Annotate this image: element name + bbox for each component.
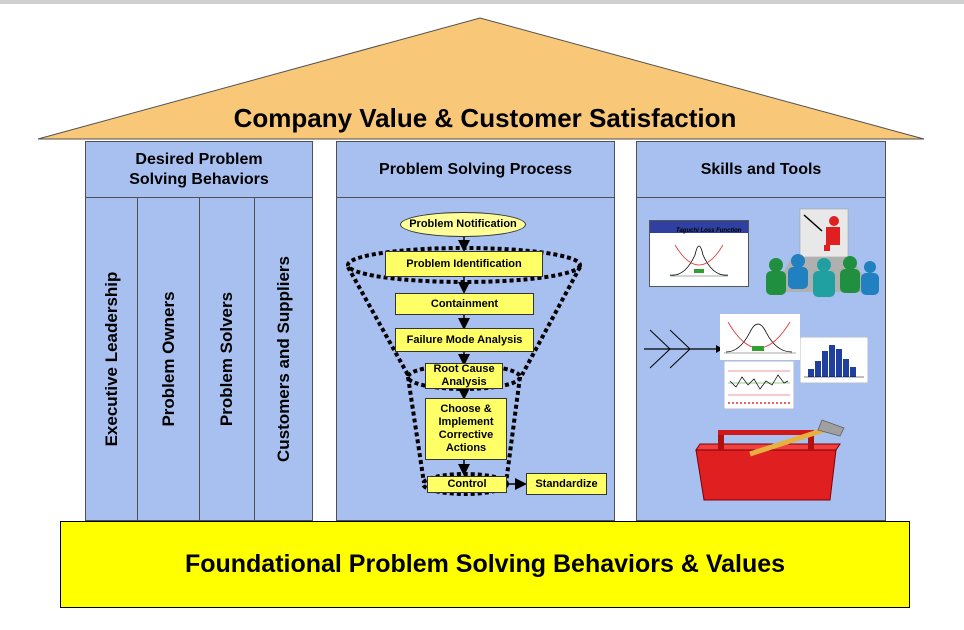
presenter-audience-icon — [766, 208, 879, 297]
process-heading: Problem Solving Process — [336, 141, 615, 198]
column-label: Customers and Suppliers — [273, 256, 293, 462]
top-border — [0, 0, 964, 4]
step-failure-mode-analysis: Failure Mode Analysis — [395, 328, 534, 352]
root-cause-line1: Root Cause — [433, 363, 495, 375]
column-label: Problem Solvers — [217, 291, 236, 427]
choose-line2: Implement — [438, 416, 494, 428]
normal-curve-icon — [720, 314, 800, 360]
step-choose-implement: Choose & Implement Corrective Actions — [425, 398, 507, 460]
behaviors-heading-line1: Desired Problem — [135, 150, 263, 168]
column-customers-suppliers: Customers and Suppliers — [254, 197, 313, 521]
column-label: Executive Leadership — [101, 271, 121, 447]
taguchi-slide-icon: Taguchi Loss Function — [649, 220, 749, 287]
step-containment: Containment — [395, 293, 534, 315]
roof — [37, 17, 925, 140]
histogram-icon — [800, 337, 868, 383]
foundation-title: Foundational Problem Solving Behaviors &… — [184, 550, 786, 578]
choose-line1: Choose & — [440, 403, 492, 415]
slide-title: Taguchi Loss Function — [676, 228, 742, 234]
column-label: Problem Owners — [158, 291, 178, 427]
step-problem-identification: Problem Identification — [385, 251, 543, 277]
step-control: Control — [427, 476, 507, 493]
fishbone-icon — [644, 329, 723, 369]
root-cause-line2: Analysis — [441, 376, 487, 388]
slide-curve — [669, 244, 729, 277]
problem-notification: Problem Notification — [400, 212, 526, 237]
tools-heading: Skills and Tools — [636, 141, 886, 198]
toolbox-hammer-icon — [695, 419, 845, 501]
behaviors-heading-line2: Solving Behaviors — [129, 170, 269, 188]
step-root-cause-analysis: Root Cause Analysis — [425, 363, 503, 389]
roof-title: Company Value & Customer Satisfaction — [233, 103, 737, 133]
column-problem-owners: Problem Owners — [137, 197, 200, 521]
step-standardize: Standardize — [526, 473, 607, 495]
choose-line4: Actions — [445, 442, 487, 454]
behaviors-heading: Desired Problem Solving Behaviors — [85, 141, 313, 198]
control-chart-icon — [724, 361, 794, 409]
choose-line3: Corrective — [438, 429, 494, 441]
column-problem-solvers: Problem Solvers — [199, 197, 255, 521]
foundation-banner: Foundational Problem Solving Behaviors &… — [60, 521, 910, 608]
column-executive-leadership: Executive Leadership — [85, 197, 138, 521]
